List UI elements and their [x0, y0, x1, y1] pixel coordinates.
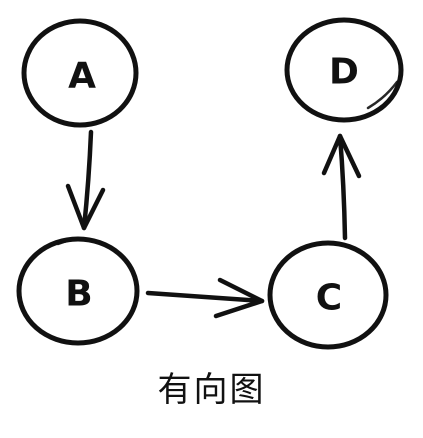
diagram-caption: 有向图 — [157, 370, 266, 410]
edge-a-b-line — [81, 129, 94, 231]
edge-c-to-d — [321, 133, 362, 241]
node-d: D — [284, 17, 404, 123]
node-a-label: A — [68, 56, 96, 97]
node-d-circle — [284, 17, 404, 123]
node-c-label: C — [316, 278, 342, 319]
node-d-label: D — [329, 52, 359, 93]
edge-b-to-c — [145, 277, 265, 319]
edge-c-d-line — [337, 133, 348, 241]
edge-a-to-b — [65, 129, 106, 231]
node-b-label: B — [65, 274, 92, 315]
edge-c-d-arrowhead — [321, 133, 362, 179]
node-a: A — [21, 18, 139, 128]
edge-b-c-line — [145, 290, 265, 304]
node-b: B — [16, 236, 140, 346]
edge-a-b-arrowhead — [65, 183, 106, 231]
edge-b-c-arrowhead — [213, 277, 265, 319]
node-d-stroke-overlap — [366, 80, 399, 110]
node-b-stroke-overlap — [56, 238, 102, 246]
node-c-stroke-overlap — [304, 242, 352, 250]
node-a-stroke-overlap — [58, 20, 102, 28]
node-c: C — [267, 240, 389, 350]
